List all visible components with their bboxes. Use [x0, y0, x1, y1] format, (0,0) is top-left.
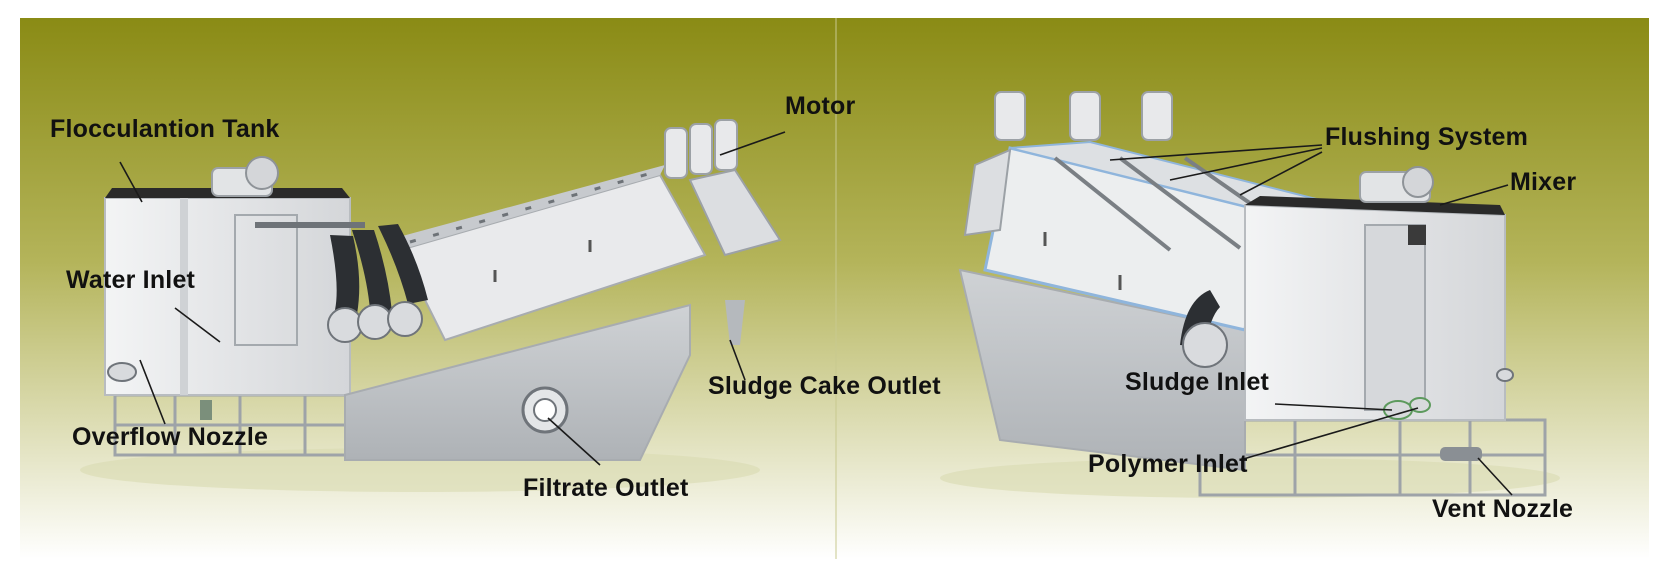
right-mixer: [1359, 166, 1434, 203]
screw-trough: [344, 303, 691, 461]
right-screw-trough: [958, 268, 1246, 472]
overflow-nozzle-pipe: [107, 362, 137, 382]
label-filtrate-outlet: Filtrate Outlet: [523, 474, 689, 502]
label-polymer-inlet: Polymer Inlet: [1088, 450, 1248, 478]
left-machine: [80, 119, 782, 492]
label-sludge-cake-outlet: Sludge Cake Outlet: [708, 372, 941, 400]
right-tank-rim: [1245, 196, 1505, 215]
label-water-inlet: Water Inlet: [66, 266, 196, 294]
tank-panel: [234, 214, 298, 346]
label-overflow-nozzle: Overflow Nozzle: [72, 423, 268, 451]
label-flocculation-tank: Flocculantion Tank: [50, 115, 280, 143]
right-motors: [963, 91, 1173, 237]
label-flushing-system: Flushing System: [1325, 123, 1528, 151]
left-motors: [664, 119, 782, 257]
label-motor: Motor: [785, 92, 855, 120]
left-mixer: [211, 156, 279, 197]
tank-seam: [180, 198, 188, 395]
label-vent-nozzle: Vent Nozzle: [1432, 495, 1573, 523]
right-machine: [940, 91, 1560, 498]
sludge-cake-chute: [725, 300, 745, 345]
label-mixer: Mixer: [1510, 168, 1576, 196]
right-tank-panel: [1364, 224, 1426, 411]
tank-bar: [255, 222, 365, 228]
side-port: [1496, 368, 1514, 382]
leader-lines: [119, 131, 1513, 496]
right-outlet: [1182, 322, 1228, 368]
label-sludge-inlet: Sludge Inlet: [1125, 368, 1270, 396]
right-tank-slot: [1408, 225, 1426, 245]
filtrate-outlet-bore: [533, 398, 557, 422]
left-hoses: [330, 224, 428, 314]
left-outlets: [327, 301, 423, 343]
right-floor-shadow: [940, 458, 1560, 498]
vent-nozzle-pipe: [1440, 447, 1482, 461]
small-valve: [200, 400, 212, 420]
